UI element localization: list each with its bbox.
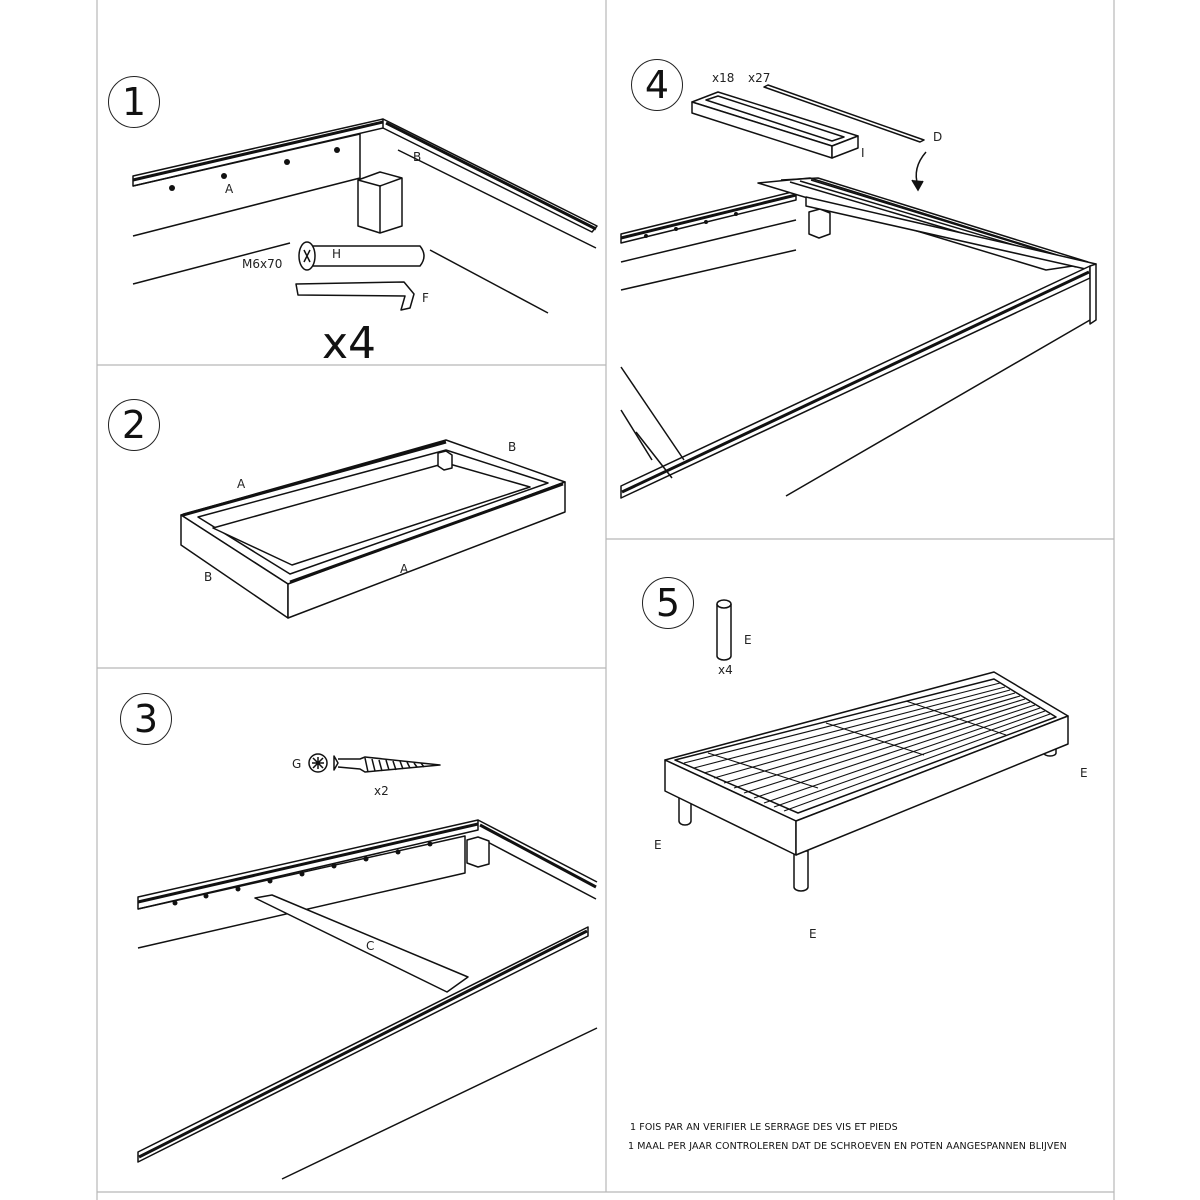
part-i-label: I — [861, 146, 865, 160]
qty-d-label: x27 — [748, 71, 771, 85]
step-1-number: 1 — [108, 76, 160, 128]
part-c-label: C — [366, 939, 375, 953]
part-g-label: G — [292, 757, 302, 771]
slats — [683, 682, 1051, 812]
step-5-number: 5 — [642, 577, 694, 629]
part-f-label: F — [422, 291, 429, 305]
label-e-right: E — [1080, 766, 1088, 780]
part-b-right-label: B — [508, 440, 517, 454]
step-2-number: 2 — [108, 399, 160, 451]
step-2-panel: 2 A B B A — [0, 365, 606, 668]
rail-holes — [169, 147, 340, 191]
step-1-panel: 1 A B M6x70 H F x4 — [0, 0, 606, 369]
step-1-illustration — [132, 118, 598, 314]
rail-holes — [644, 212, 738, 238]
part-h-label: H — [332, 247, 342, 261]
part-a-front-label: A — [400, 562, 409, 576]
step-4-number: 4 — [631, 59, 683, 111]
part-b-left-label: B — [204, 570, 213, 584]
leg-qty-label: x4 — [718, 663, 733, 677]
label-e-bottom: E — [809, 927, 817, 941]
quantity-label: x4 — [322, 318, 377, 369]
part-a-label: A — [225, 182, 234, 196]
step-3-panel: 3 G x2 C — [0, 668, 606, 1192]
step-4-panel: 4 x18 x27 I D — [606, 0, 1114, 539]
maintenance-note-fr: 1 FOIS PAR AN VERIFIER LE SERRAGE DES VI… — [630, 1122, 898, 1133]
part-e-leg-label: E — [744, 633, 752, 647]
step-4-illustration — [620, 84, 1097, 499]
qty-i-label: x18 — [712, 71, 735, 85]
screw-qty-label: x2 — [374, 784, 389, 798]
step-3-number: 3 — [120, 693, 172, 745]
part-b-label: B — [413, 150, 422, 164]
part-d-label: D — [933, 130, 943, 144]
part-a-top-label: A — [237, 477, 246, 491]
maintenance-note-nl: 1 MAAL PER JAAR CONTROLEREN DAT DE SCHRO… — [628, 1141, 1067, 1152]
step-5-illustration — [664, 599, 1069, 892]
rail-holes — [172, 841, 433, 906]
screw-size-label: M6x70 — [242, 257, 283, 271]
step-2-illustration — [180, 439, 566, 619]
step-5-panel: 5 E x4 E E E 1 FOIS PAR AN VERIFIER LE S… — [606, 539, 1114, 1192]
label-e-left: E — [654, 838, 662, 852]
step-3-illustration — [137, 753, 598, 1180]
